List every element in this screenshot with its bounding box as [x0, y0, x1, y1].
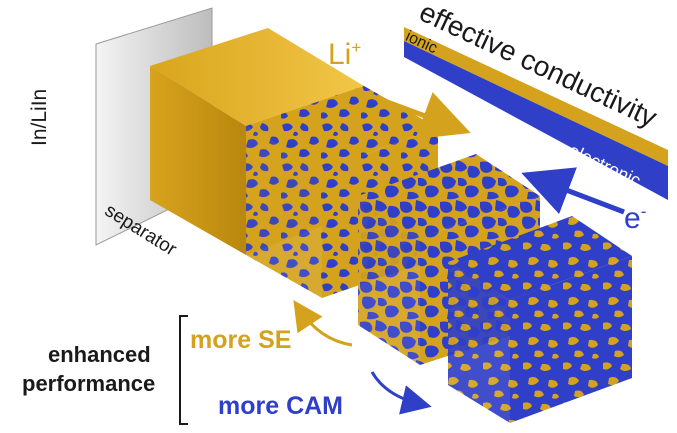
more-se-label: more SE [190, 326, 292, 354]
more-se-arrow [293, 300, 353, 347]
ionic-bar [404, 27, 668, 166]
electronic-bar [404, 41, 668, 200]
li-ion-arrow [354, 87, 471, 139]
bracket [179, 315, 188, 425]
more-cam-label: more CAM [218, 392, 344, 420]
enhanced-label: enhanced [48, 342, 151, 367]
more-cam-arrow [370, 371, 432, 415]
li-ion-label: Li+ [328, 38, 362, 71]
cathode-cube-3 [448, 216, 632, 423]
electron-label: e- [624, 202, 647, 235]
performance-label: performance [22, 371, 156, 396]
anode-label: In/LiIn [28, 88, 51, 146]
electron-arrow [521, 167, 625, 215]
